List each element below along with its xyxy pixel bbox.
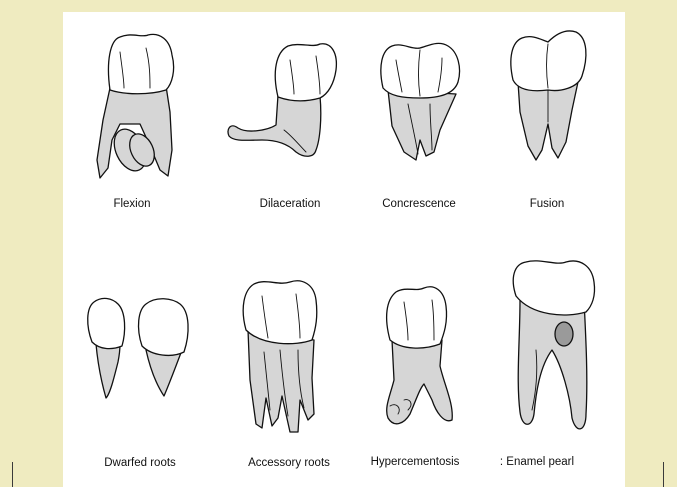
tooth-dilaceration [228,44,336,156]
label-enamel-pearl: : Enamel pearl [500,456,574,468]
label-dwarfed-roots: Dwarfed roots [104,457,176,469]
tooth-flexion [97,34,174,178]
label-dilaceration: Dilaceration [260,198,321,210]
label-hypercementosis: Hypercementosis [371,456,460,468]
tooth-dwarfed-roots [88,298,188,398]
label-accessory-roots: Accessory roots [248,457,330,469]
tooth-accessory-roots [243,281,317,432]
tooth-concrescence [381,43,460,160]
label-concrescence: Concrescence [382,198,456,210]
tooth-enamel-pearl [513,261,594,429]
label-flexion: Flexion [113,198,150,210]
tooth-fusion [511,31,586,160]
tooth-hypercementosis [387,287,453,424]
label-fusion: Fusion [530,198,565,210]
